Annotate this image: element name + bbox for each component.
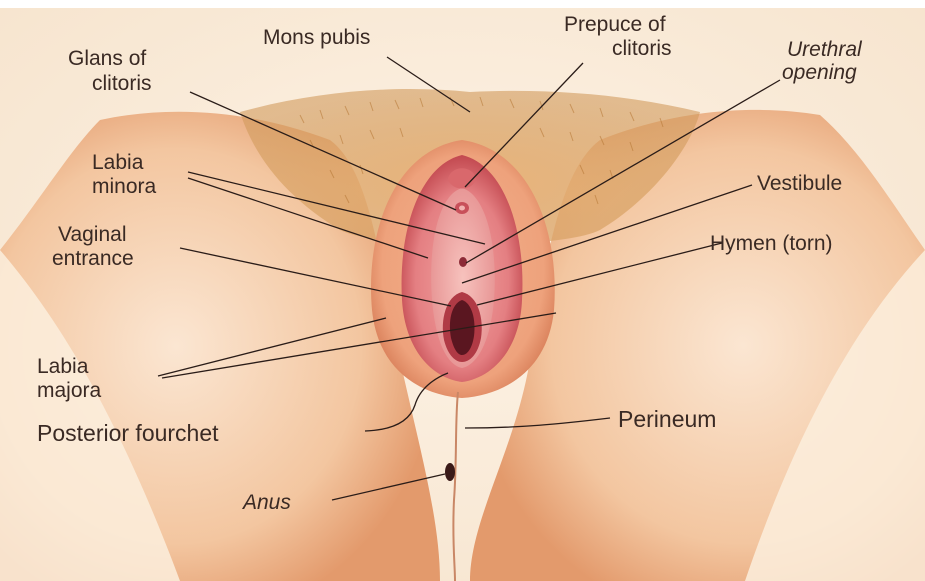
- glans-clitoris-label-line2: clitoris: [92, 72, 152, 95]
- anus: [445, 463, 455, 481]
- vaginal-entrance-label-line1: Vaginal: [58, 223, 127, 246]
- hymen-label: Hymen (torn): [710, 232, 833, 255]
- vaginal-entrance-label-line2: entrance: [52, 247, 134, 270]
- urethral-label-line1: Urethral: [787, 38, 863, 61]
- labia-majora-label-line1: Labia: [37, 355, 89, 378]
- vestibule-label: Vestibule: [757, 172, 842, 195]
- prepuce-label-line1: Prepuce of: [564, 13, 666, 36]
- glans-clitoris-label-line1: Glans of: [68, 47, 146, 70]
- perineum-label: Perineum: [618, 406, 716, 432]
- urethral-label-line2: opening: [782, 61, 857, 84]
- labia-majora-label-line2: majora: [37, 379, 102, 402]
- labia-minora-label-line1: Labia: [92, 151, 144, 174]
- urethral-opening: [459, 257, 467, 267]
- posterior-fourchet-label: Posterior fourchet: [37, 420, 219, 446]
- prepuce-label-line2: clitoris: [612, 37, 672, 60]
- top-border: [0, 0, 925, 8]
- mons-pubis-label: Mons pubis: [263, 26, 370, 49]
- anus-label: Anus: [241, 491, 291, 514]
- labia-minora-label-line2: minora: [92, 175, 157, 198]
